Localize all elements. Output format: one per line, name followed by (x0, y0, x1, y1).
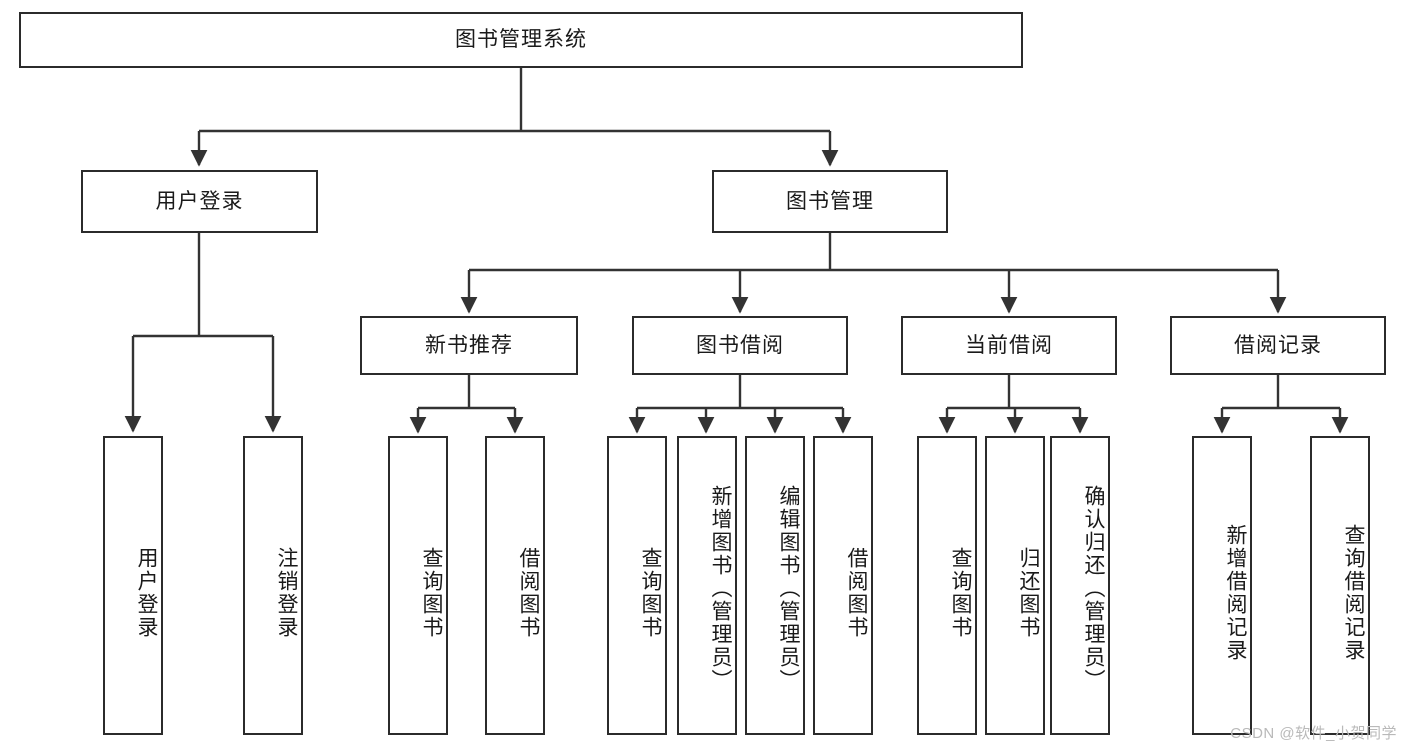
node-label: 查询图书 (949, 546, 972, 639)
node-label: 图书管理系统 (455, 28, 587, 52)
node-label: 编辑图书（管理员） (777, 485, 800, 692)
leaf-user-login-logout[interactable]: 注销登录 (243, 436, 303, 735)
node-label: 新增借阅记录 (1224, 523, 1247, 662)
node-label: 借阅记录 (1234, 333, 1322, 357)
node-label: 确认归还（管理员） (1082, 485, 1105, 692)
leaf-user-login-login[interactable]: 用户登录 (103, 436, 163, 735)
node-label: 归还图书 (1017, 546, 1040, 639)
node-root-system[interactable]: 图书管理系统 (19, 12, 1023, 68)
node-user-login[interactable]: 用户登录 (81, 170, 318, 233)
node-label: 当前借阅 (965, 333, 1053, 357)
leaf-recommend-query-book[interactable]: 查询图书 (388, 436, 448, 735)
leaf-current-query-book[interactable]: 查询图书 (917, 436, 977, 735)
node-label: 图书管理 (786, 189, 874, 213)
node-borrow-record[interactable]: 借阅记录 (1170, 316, 1386, 375)
leaf-current-confirm-return-admin[interactable]: 确认归还（管理员） (1050, 436, 1110, 735)
node-book-management[interactable]: 图书管理 (712, 170, 948, 233)
node-label: 图书借阅 (696, 333, 784, 357)
node-new-book-recommend[interactable]: 新书推荐 (360, 316, 578, 375)
node-label: 用户登录 (155, 189, 244, 213)
node-label: 查询图书 (420, 546, 443, 639)
node-label: 新增图书（管理员） (709, 485, 732, 692)
node-label: 借阅图书 (517, 546, 540, 639)
leaf-borrow-query-book[interactable]: 查询图书 (607, 436, 667, 735)
leaf-record-add-record[interactable]: 新增借阅记录 (1192, 436, 1252, 735)
node-label: 查询借阅记录 (1342, 523, 1365, 662)
node-label: 查询图书 (639, 546, 662, 639)
node-label: 借阅图书 (845, 546, 868, 639)
leaf-recommend-borrow-book[interactable]: 借阅图书 (485, 436, 545, 735)
leaf-borrow-borrow-book[interactable]: 借阅图书 (813, 436, 873, 735)
node-current-borrow[interactable]: 当前借阅 (901, 316, 1117, 375)
node-label: 新书推荐 (425, 333, 513, 357)
csdn-watermark: CSDN @软件_小贺同学 (1230, 725, 1397, 742)
leaf-borrow-add-book-admin[interactable]: 新增图书（管理员） (677, 436, 737, 735)
node-label: 注销登录 (275, 546, 298, 639)
node-book-borrow[interactable]: 图书借阅 (632, 316, 848, 375)
leaf-current-return-book[interactable]: 归还图书 (985, 436, 1045, 735)
leaf-borrow-edit-book-admin[interactable]: 编辑图书（管理员） (745, 436, 805, 735)
leaf-record-query-record[interactable]: 查询借阅记录 (1310, 436, 1370, 735)
node-label: 用户登录 (135, 546, 158, 639)
